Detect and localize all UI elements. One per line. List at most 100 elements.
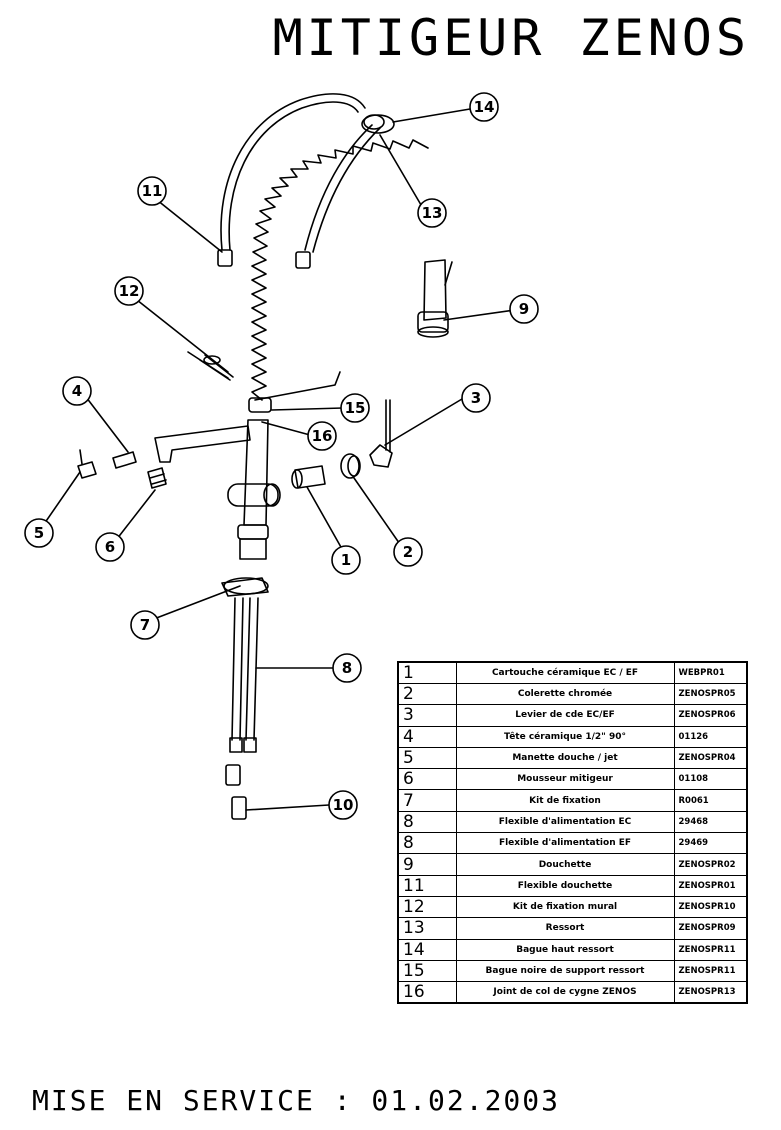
callout-8	[332, 653, 362, 683]
callout-6-label: 6	[105, 538, 115, 556]
part-reference: 29469	[673, 832, 748, 855]
part-number: 3	[397, 704, 457, 727]
callout-16	[307, 421, 337, 451]
callout-14	[469, 92, 499, 122]
part-number: 13	[397, 917, 457, 940]
part-description: Kit de fixation mural	[455, 895, 675, 919]
support-arm	[254, 371, 341, 401]
part-reference: WEBPR01	[673, 661, 748, 684]
supply-hose-right	[245, 597, 251, 741]
part-number: 14	[397, 938, 457, 961]
callout-9-label: 9	[519, 300, 529, 318]
part-description: Douchette	[455, 853, 675, 876]
exploded-view-drawing: 1 2 3 4 5 6 7 8 9 10 11 12 13 14 15 16	[24, 92, 539, 820]
part-reference: ZENOSPR10	[673, 895, 748, 919]
callouts	[24, 92, 539, 820]
part-number: 2	[397, 682, 457, 706]
callout-4-label: 4	[72, 382, 82, 400]
callout-5-label: 5	[34, 524, 44, 542]
callout-2-label: 2	[403, 543, 413, 561]
callout-14-label: 14	[474, 98, 495, 116]
part-reference: ZENOSPR11	[673, 959, 748, 983]
callout-12-label: 12	[119, 282, 140, 300]
aerator	[147, 467, 167, 489]
part-reference: ZENOSPR05	[673, 682, 748, 706]
ceramic-head	[112, 451, 137, 469]
callout-9	[509, 294, 539, 324]
part-number: 8	[397, 810, 457, 834]
part-description: Levier de cde EC/EF	[455, 704, 675, 727]
callout-7	[130, 610, 160, 640]
part-reference: ZENOSPR04	[673, 746, 748, 770]
part-reference: ZENOSPR06	[673, 704, 748, 727]
callout-6	[95, 532, 125, 562]
callout-3-label: 3	[471, 389, 481, 407]
part-reference: ZENOSPR11	[673, 938, 748, 961]
cartridge-housing	[227, 483, 279, 507]
control-lever	[369, 444, 393, 468]
callout-5	[24, 518, 54, 548]
callout-4	[62, 376, 92, 406]
part-description: Bague noire de support ressort	[455, 959, 675, 983]
callout-3	[461, 383, 491, 413]
part-description: Bague haut ressort	[455, 938, 675, 961]
callout-10	[328, 790, 358, 820]
callout-7-label: 7	[140, 616, 150, 634]
shower-hose-inner	[228, 101, 359, 251]
part-description: Kit de fixation	[455, 789, 675, 812]
part-description: Ressort	[455, 917, 675, 940]
part-reference: ZENOSPR01	[673, 874, 748, 897]
service-date: MISE EN SERVICE : 01.02.2003	[32, 1084, 561, 1117]
shower-hose	[220, 93, 366, 251]
callout-12	[114, 276, 144, 306]
shower-handle	[77, 461, 97, 479]
part-reference: 29468	[673, 810, 748, 834]
callout-15-label: 15	[345, 399, 366, 417]
part-reference: ZENOSPR13	[673, 981, 748, 1004]
spout	[154, 425, 251, 463]
hose-end-fitting-2	[295, 251, 311, 269]
base-ring	[237, 524, 269, 540]
part-reference: 01108	[673, 768, 748, 791]
part-number: 8	[397, 832, 457, 855]
callout-13-label: 13	[422, 204, 443, 222]
part-number: 6	[397, 768, 457, 791]
part-number: 1	[397, 661, 457, 684]
ceramic-cartridge	[294, 465, 326, 489]
callout-11	[137, 176, 167, 206]
chrome-collar	[340, 453, 360, 479]
part-number: 4	[397, 725, 457, 748]
callout-2	[393, 537, 423, 567]
part-description: Flexible d'alimentation EF	[455, 832, 675, 855]
fitting-lower	[231, 796, 247, 820]
callout-1	[331, 545, 361, 575]
part-reference: ZENOSPR09	[673, 917, 748, 940]
part-number: 11	[397, 874, 457, 897]
hose-end-fitting	[217, 249, 233, 267]
page-title: MITIGEUR ZENOS	[272, 9, 750, 67]
part-reference: R0061	[673, 789, 748, 812]
spring-coil	[251, 139, 429, 401]
part-description: Manette douche / jet	[455, 746, 675, 770]
part-description: Cartouche céramique EC / EF	[455, 661, 675, 684]
part-reference: ZENOSPR02	[673, 853, 748, 876]
part-number: 16	[397, 981, 457, 1004]
part-description: Mousseur mitigeur	[455, 768, 675, 791]
part-description: Joint de col de cygne ZENOS	[455, 981, 675, 1004]
part-description: Tête céramique 1/2" 90°	[455, 725, 675, 748]
